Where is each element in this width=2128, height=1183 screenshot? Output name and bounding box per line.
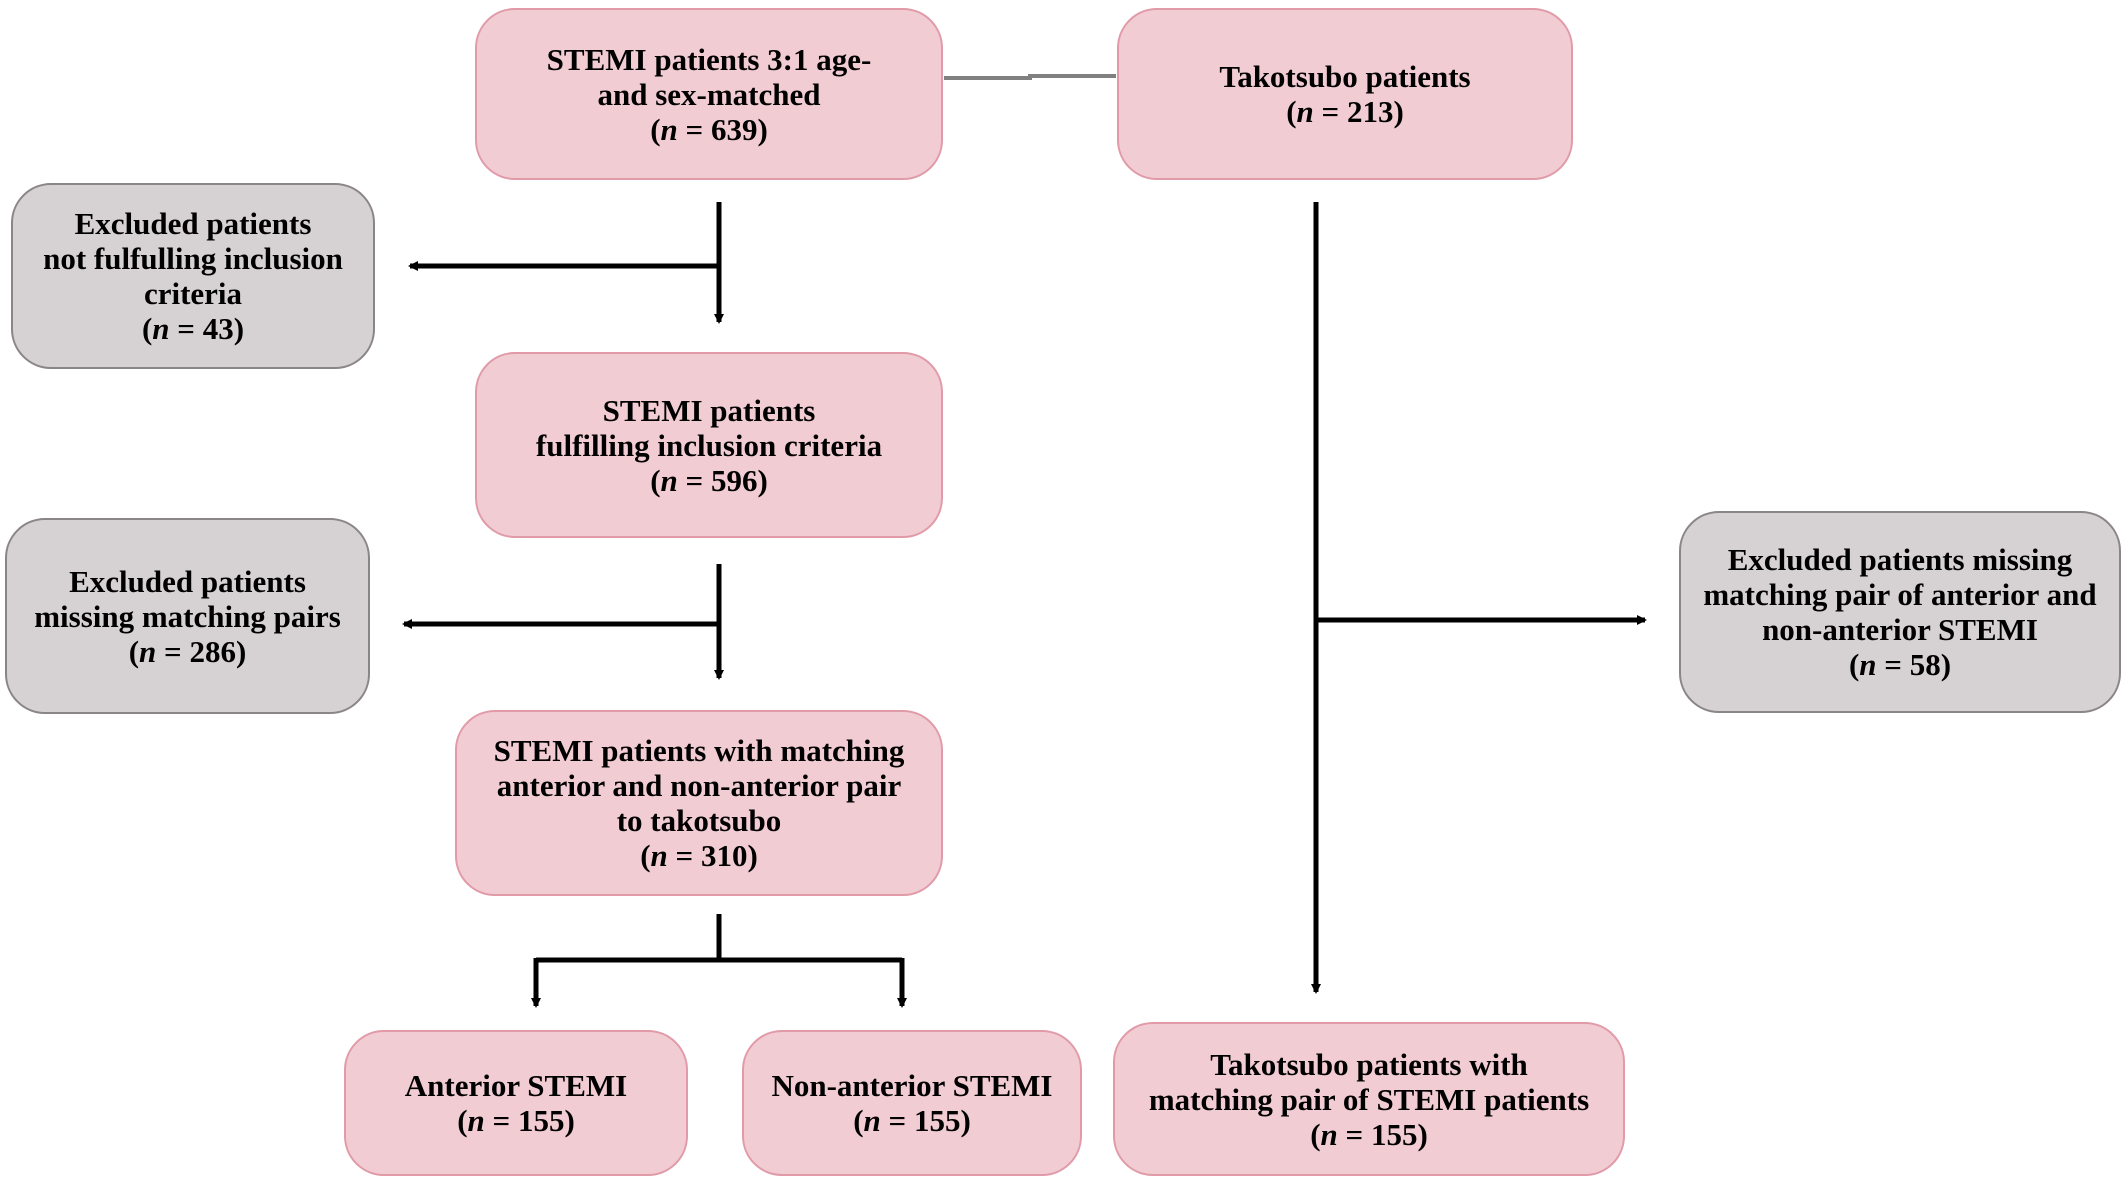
node-line: Anterior STEMI xyxy=(404,1068,628,1103)
node-line: matching pair of STEMI patients xyxy=(1148,1081,1590,1117)
n-label: n xyxy=(650,838,668,873)
node-takotsubo: Takotsubo patients (n = 213) xyxy=(1117,8,1573,180)
node-count: (n = 58) xyxy=(1848,647,1952,682)
node-line: missing matching pairs xyxy=(34,598,341,634)
node-line: matching pair of anterior and xyxy=(1703,577,2097,612)
node-count: (n = 596) xyxy=(650,462,768,498)
node-non-anterior: Non-anterior STEMI (n = 155) xyxy=(742,1030,1082,1176)
n-value: = 639) xyxy=(685,111,768,147)
node-line: non-anterior STEMI xyxy=(1762,612,2038,647)
node-line: STEMI patients with matching xyxy=(493,733,905,768)
n-label: n xyxy=(660,462,678,498)
node-anterior: Anterior STEMI (n = 155) xyxy=(344,1030,688,1176)
split-connector xyxy=(536,914,902,963)
n-label: n xyxy=(660,111,678,147)
node-line: STEMI patients 3:1 age- xyxy=(546,41,872,77)
node-count: (n = 639) xyxy=(650,111,768,147)
n-label: n xyxy=(863,1103,881,1138)
node-line: Excluded patients missing xyxy=(1727,542,2073,577)
node-excluded-inclusion: Excluded patients not fulfulling inclusi… xyxy=(11,183,375,369)
n-value: = 43) xyxy=(177,311,245,346)
node-count: (n = 155) xyxy=(1310,1116,1428,1152)
n-value: = 310) xyxy=(675,838,758,873)
node-count: (n = 286) xyxy=(128,633,247,669)
node-line: anterior and non-anterior pair xyxy=(496,768,902,803)
node-line: STEMI patients xyxy=(602,392,816,428)
n-value: = 155) xyxy=(1345,1116,1428,1152)
n-label: n xyxy=(1859,647,1877,682)
node-count: (n = 310) xyxy=(640,838,758,873)
node-stemi-pairs: STEMI patients with matching anterior an… xyxy=(455,710,943,896)
n-value: = 155) xyxy=(492,1103,575,1138)
node-line: Takotsubo patients xyxy=(1219,59,1471,94)
node-line: Excluded patients xyxy=(69,563,306,599)
n-label: n xyxy=(152,311,170,346)
connector-stemi-takotsubo xyxy=(944,74,1116,80)
n-label: n xyxy=(1320,1116,1338,1152)
node-takotsubo-matched: Takotsubo patients with matching pair of… xyxy=(1113,1022,1625,1176)
node-count: (n = 155) xyxy=(457,1103,575,1138)
n-value: = 213) xyxy=(1321,94,1404,129)
node-line: and sex-matched xyxy=(597,76,821,112)
n-value: = 596) xyxy=(685,462,768,498)
node-line: Excluded patients xyxy=(74,206,312,241)
n-value: = 286) xyxy=(164,633,247,669)
n-value: = 155) xyxy=(888,1103,971,1138)
node-count: (n = 213) xyxy=(1286,94,1404,129)
n-label: n xyxy=(139,633,157,669)
n-label: n xyxy=(467,1103,485,1138)
node-stemi-inclusion: STEMI patients fulfilling inclusion crit… xyxy=(475,352,943,538)
node-line: Takotsubo patients with xyxy=(1210,1046,1528,1082)
node-line: criteria xyxy=(143,276,243,311)
node-line: not fulfulling inclusion xyxy=(43,241,343,276)
node-count: (n = 155) xyxy=(853,1103,971,1138)
node-line: to takotsubo xyxy=(616,803,782,838)
node-count: (n = 43) xyxy=(141,311,245,346)
node-excluded-missing-pairs: Excluded patients missing matching pairs… xyxy=(5,518,370,714)
node-stemi-matched: STEMI patients 3:1 age- and sex-matched … xyxy=(475,8,943,180)
node-line: fulfilling inclusion criteria xyxy=(535,427,883,463)
n-label: n xyxy=(1296,94,1314,129)
n-value: = 58) xyxy=(1884,647,1952,682)
node-line: Non-anterior STEMI xyxy=(771,1068,1053,1103)
node-excluded-takotsubo: Excluded patients missing matching pair … xyxy=(1679,511,2121,713)
